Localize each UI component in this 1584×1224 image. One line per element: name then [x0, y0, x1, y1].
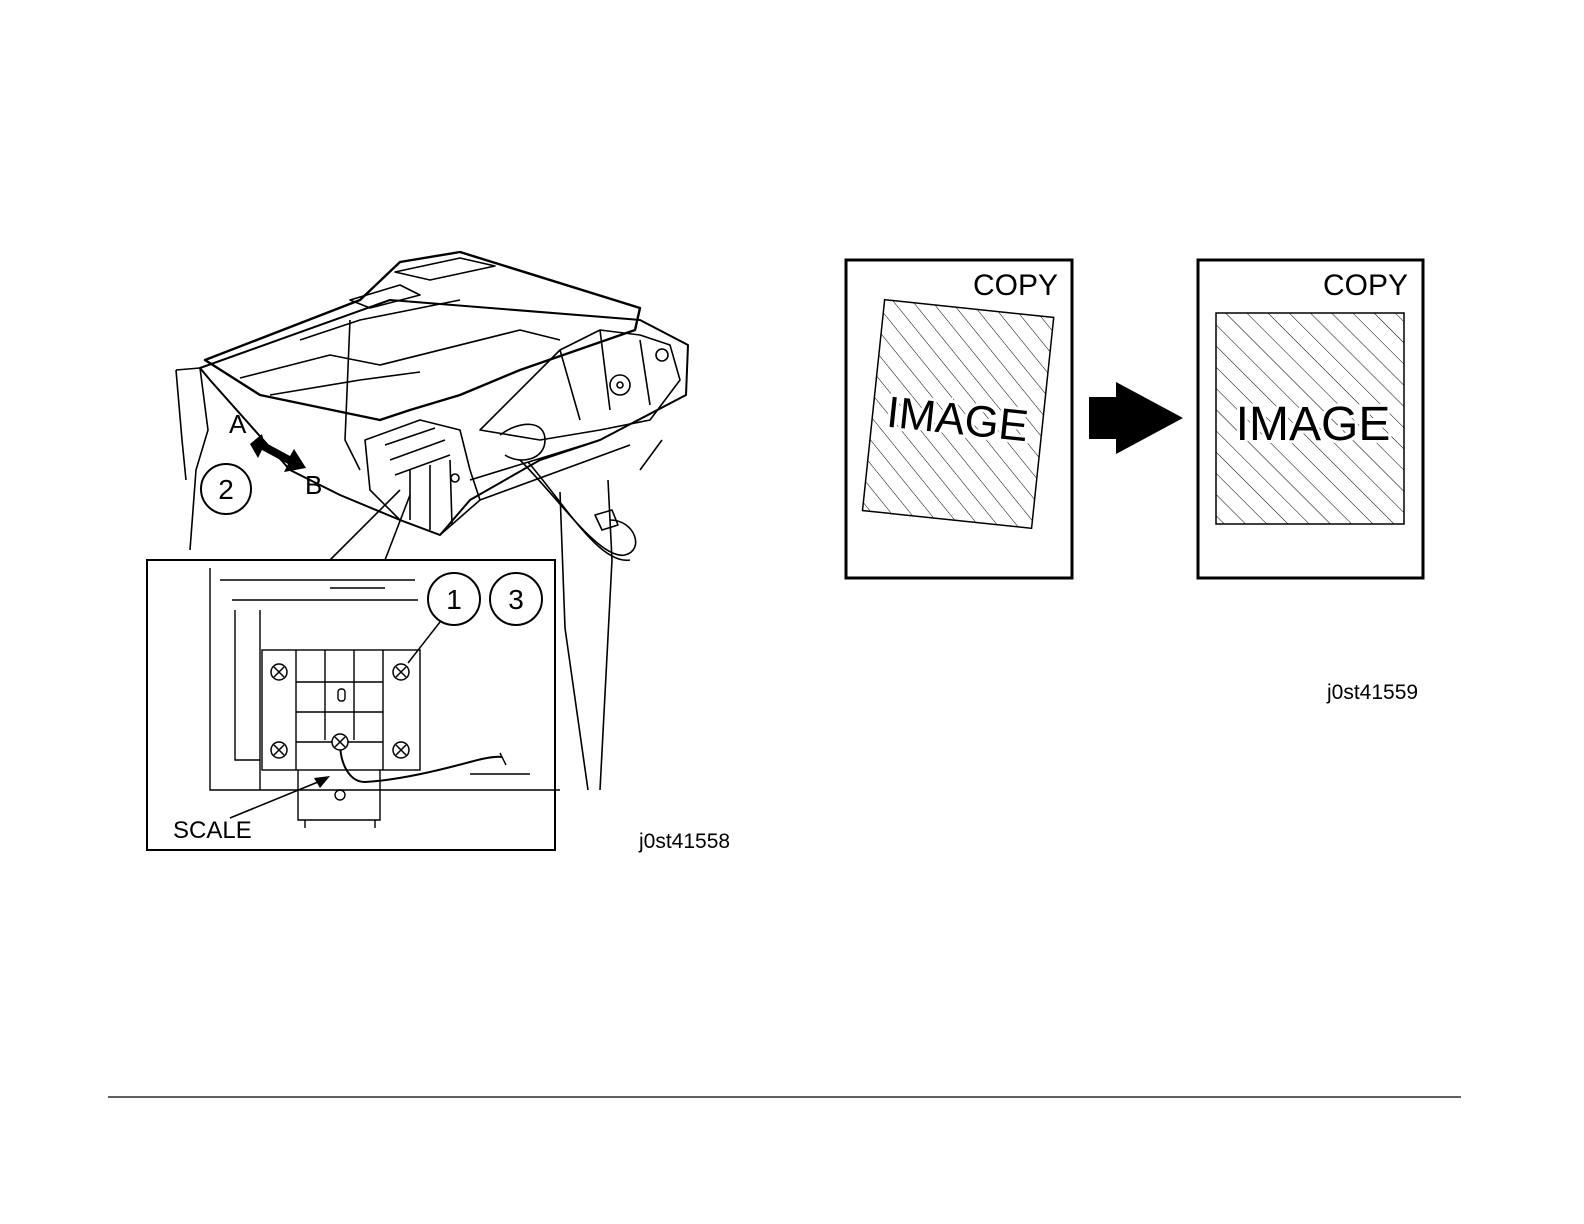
skewed-image-area: IMAGE: [862, 300, 1053, 529]
corrected-image-area: IMAGE: [1216, 313, 1404, 524]
direction-label-b: B: [305, 470, 322, 500]
callout-3: 3: [490, 573, 542, 625]
callout-3-label: 3: [508, 584, 524, 615]
direction-arrow: [250, 434, 306, 472]
before-copy-header: COPY: [973, 269, 1058, 302]
before-copy-page: COPY IMAGE: [846, 260, 1072, 578]
callout-1: 1: [428, 573, 480, 625]
figure-id-left: j0st41558: [638, 830, 730, 853]
scale-label: SCALE: [173, 817, 252, 844]
callout-1-label: 1: [446, 584, 462, 615]
callout-2: 2: [201, 464, 251, 514]
after-copy-header: COPY: [1323, 269, 1408, 302]
callout-2-label: 2: [218, 474, 234, 505]
right-arrow-icon: [1089, 382, 1183, 454]
direction-label-a: A: [229, 409, 247, 439]
figure-id-right: j0st41559: [1326, 681, 1418, 704]
after-image-label: IMAGE: [1236, 398, 1391, 451]
after-copy-page: COPY IMAGE: [1198, 260, 1423, 578]
